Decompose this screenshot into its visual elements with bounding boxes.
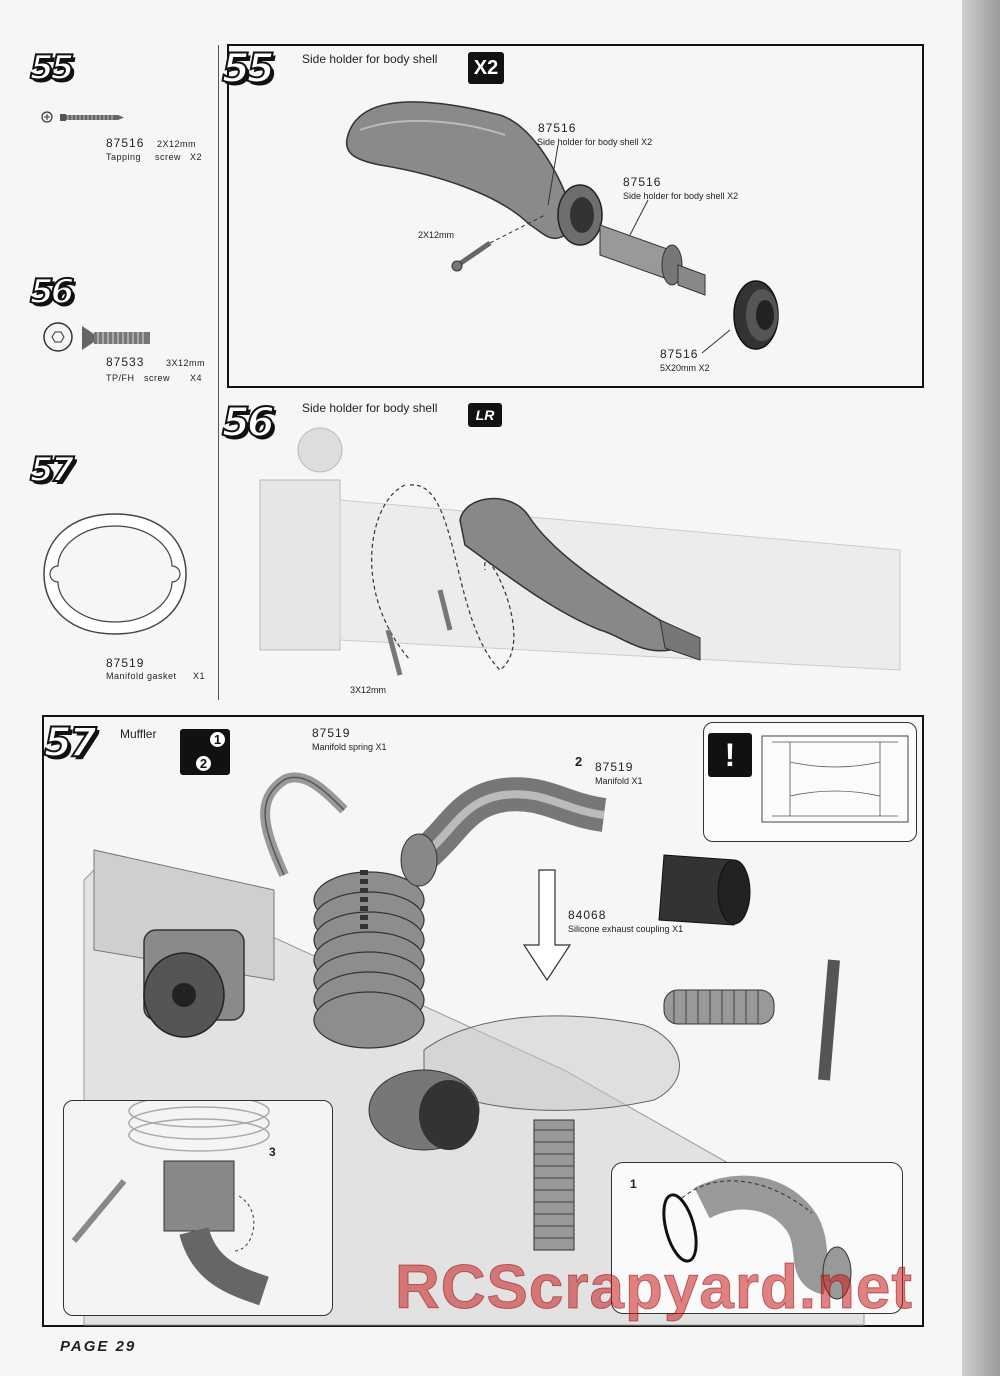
warning-icon: !	[708, 733, 752, 777]
inset-detail-right: 1	[611, 1162, 903, 1314]
callout-part-number: 87516	[538, 121, 577, 135]
page-edge-shadow	[962, 0, 1000, 1376]
order-badge: 1 2	[180, 729, 230, 775]
part-qty: X1	[193, 671, 206, 681]
panel-step-number: 57	[43, 719, 98, 767]
inset-step-number: 1	[630, 1177, 637, 1191]
flat-head-screw-icon	[43, 322, 150, 352]
callout-part-number: 87519	[595, 760, 634, 774]
quantity-badge: X2	[468, 52, 504, 84]
part-desc: Tapping	[106, 152, 142, 162]
chassis-side-holder-illustration	[259, 427, 901, 676]
page-number: PAGE 29	[60, 1338, 137, 1355]
part-number: 87516	[106, 136, 145, 150]
callout-part-number: 87519	[312, 726, 351, 740]
part-qty: X4	[190, 373, 203, 383]
panel-57-frame	[42, 715, 924, 1327]
sidebar-step-number: 56	[29, 271, 75, 313]
left-right-badge: LR	[468, 403, 502, 427]
sidebar-step-number: 55	[29, 47, 75, 89]
panel-title: Side holder for body shell	[302, 401, 438, 415]
part-desc-2: screw	[155, 152, 182, 162]
callout-desc: Manifold spring X1	[312, 742, 387, 752]
manifold-mount-detail	[71, 1101, 270, 1306]
order-badge-1: 1	[210, 732, 225, 747]
callout-desc: Manifold X1	[595, 776, 643, 786]
callout-desc: Side holder for body shell X2	[537, 137, 653, 147]
part-desc: Manifold gasket	[106, 671, 177, 681]
panel-55-frame	[227, 44, 924, 388]
sidebar-divider	[218, 45, 219, 700]
callout-part-number: 87516	[623, 175, 662, 189]
part-qty: X2	[190, 152, 203, 162]
inset-step-number: 3	[269, 1145, 276, 1159]
coupling-cross-section	[761, 735, 909, 823]
screw-label: 2X12mm	[418, 230, 455, 240]
callout-desc: 5X20mm X2	[660, 363, 710, 373]
order-badge-2: 2	[196, 756, 211, 771]
step-number-2: 2	[575, 754, 583, 769]
inset-detail-left: 3	[63, 1100, 333, 1316]
part-size: 2X12mm	[157, 139, 197, 149]
panel-step-number: 55	[221, 45, 276, 93]
callout-part-number: 84068	[568, 908, 607, 922]
sidebar-step-number: 57	[29, 449, 75, 491]
panel-step-number: 56	[221, 399, 276, 447]
side-holder-illustration	[345, 101, 779, 354]
part-desc-2: screw	[144, 373, 171, 383]
part-number: 87519	[106, 656, 145, 670]
callout-part-number: 87516	[660, 347, 699, 361]
part-size: 3X12mm	[166, 358, 206, 368]
callout-desc: Side holder for body shell X2	[623, 191, 739, 201]
callout-desc: Silicone exhaust coupling X1	[568, 924, 684, 934]
tapping-screw-icon	[41, 111, 124, 123]
panel-title: Muffler	[120, 727, 157, 741]
screw-label: 3X12mm	[350, 685, 387, 695]
part-desc: TP/FH	[106, 373, 135, 383]
panel-title: Side holder for body shell	[302, 52, 438, 66]
gasket-install-detail	[662, 1175, 852, 1300]
watermark: RCScrapyard.net	[394, 1253, 914, 1323]
part-number: 87533	[106, 355, 145, 369]
manifold-gasket-icon	[43, 513, 187, 635]
